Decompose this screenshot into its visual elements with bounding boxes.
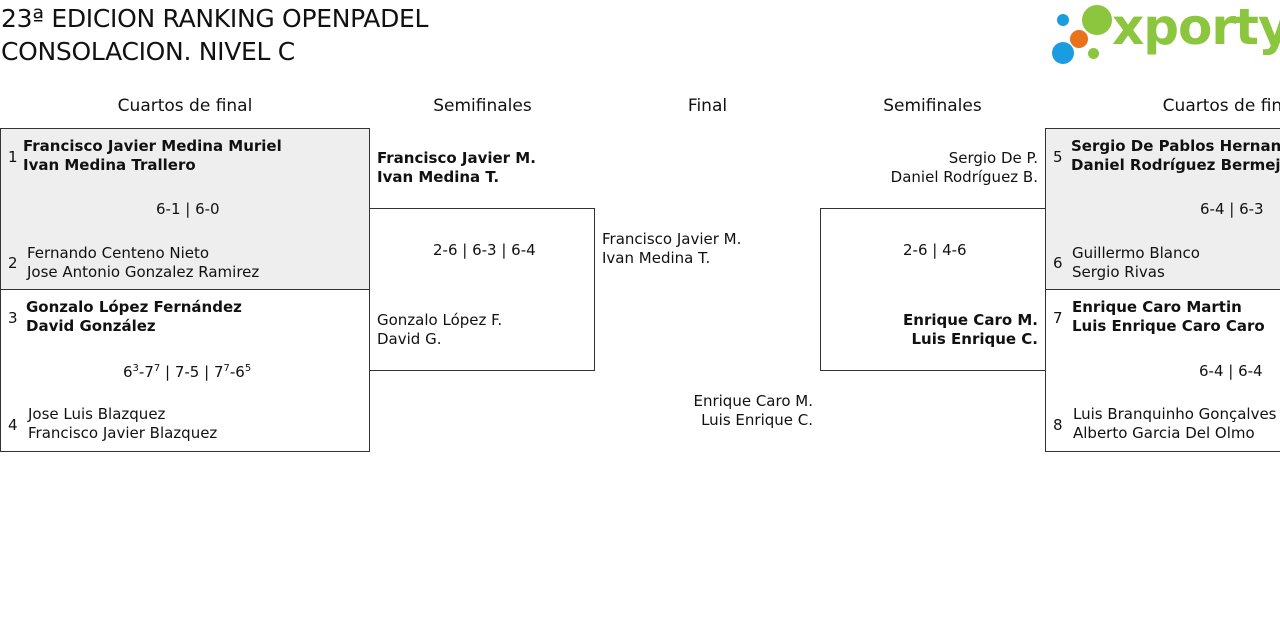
player-2: Francisco Javier Blazquez	[28, 424, 218, 442]
match-box-qf-right-2: 7 Enrique Caro Martin Luis Enrique Caro …	[1045, 289, 1280, 452]
score-tiebreak: 7	[153, 363, 161, 374]
player-1: Gonzalo López F.	[377, 311, 503, 329]
title-line-1: 23ª EDICION RANKING OPENPADEL	[1, 4, 429, 33]
score-tiebreak: 3	[132, 363, 139, 374]
sf-left-team-b: Gonzalo López F. David G.	[377, 311, 502, 349]
logo-text: xporty	[1112, 0, 1280, 56]
player-1: Fernando Centeno Nieto	[27, 244, 210, 262]
score-part: 6	[123, 363, 133, 381]
logo-dot-green-small	[1088, 48, 1099, 59]
player-name: Guillermo Blanco Sergio Rivas	[1072, 244, 1200, 282]
player-2: Ivan Medina T.	[602, 249, 711, 267]
score-tiebreak: 7	[223, 363, 230, 374]
sf-right-team-b: Enrique Caro M. Luis Enrique C.	[903, 311, 1038, 349]
player-2: Ivan Medina T.	[377, 168, 500, 186]
player-2: Sergio Rivas	[1072, 263, 1165, 281]
header-sf-left: Semifinales	[433, 96, 532, 116]
seed-number: 5	[1053, 148, 1063, 166]
title-line-2: CONSOLACION. NIVEL C	[1, 37, 295, 66]
player-name: Fernando Centeno Nieto Jose Antonio Gonz…	[27, 244, 259, 282]
player-2: Luis Enrique C.	[701, 411, 813, 429]
player-2: David G.	[377, 330, 442, 348]
player-2: Luis Enrique Caro Caro	[1072, 317, 1265, 335]
logo-dot-orange	[1070, 30, 1088, 48]
player-2: Alberto Garcia Del Olmo	[1073, 424, 1255, 442]
seed-number: 7	[1053, 309, 1063, 327]
match-score: 6-4 | 6-4	[1199, 362, 1263, 380]
player-2: Ivan Medina Trallero	[23, 156, 196, 174]
player-2: Luis Enrique C.	[911, 330, 1038, 348]
player-1: Sergio De P.	[948, 149, 1038, 167]
player-2: Jose Antonio Gonzalez Ramirez	[27, 263, 260, 281]
match-box-qf-left-2: 3 Gonzalo López Fernández David González…	[0, 289, 370, 452]
match-box-sf-left: 2-6 | 6-3 | 6-4 Gonzalo López F. David G…	[369, 208, 595, 371]
player-1: Enrique Caro M.	[693, 392, 813, 410]
page-title: 23ª EDICION RANKING OPENPADEL CONSOLACIO…	[1, 2, 428, 68]
match-score: 6-4 | 6-3	[1200, 200, 1264, 218]
player-name: Francisco Javier Medina Muriel Ivan Medi…	[23, 137, 282, 175]
player-1: Jose Luis Blazquez	[28, 405, 166, 423]
player-2: David González	[26, 317, 156, 335]
logo-dot-blue-small	[1057, 14, 1069, 26]
seed-number: 8	[1053, 416, 1063, 434]
match-box-qf-right-1: 5 Sergio De Pablos Hernandez Daniel Rodr…	[1045, 128, 1280, 290]
player-1: Guillermo Blanco	[1072, 244, 1200, 262]
header-final: Final	[687, 96, 728, 116]
header-qf-right: Cuartos de final	[1162, 96, 1280, 116]
match-box-sf-right: 2-6 | 4-6 Enrique Caro M. Luis Enrique C…	[820, 208, 1046, 371]
sf-right-team-a: Sergio De P. Daniel Rodríguez B.	[891, 149, 1038, 187]
seed-number: 6	[1053, 254, 1063, 272]
score-tiebreak: 5	[244, 363, 252, 374]
player-1: Francisco Javier M.	[602, 230, 742, 248]
score-part: | 7-5 | 7	[160, 363, 224, 381]
player-2: Daniel Rodríguez B.	[890, 168, 1038, 186]
player-1: Sergio De Pablos Hernandez	[1071, 137, 1280, 155]
player-2: Daniel Rodríguez Bermejo	[1071, 156, 1280, 174]
seed-number: 2	[8, 254, 18, 272]
match-score: 6-1 | 6-0	[156, 200, 220, 218]
score-part: -6	[229, 363, 245, 381]
logo-dot-green-large	[1082, 5, 1112, 35]
player-name: Sergio De Pablos Hernandez Daniel Rodríg…	[1071, 137, 1280, 175]
player-name: Jose Luis Blazquez Francisco Javier Blaz…	[28, 405, 217, 443]
player-name: Enrique Caro Martin Luis Enrique Caro Ca…	[1072, 298, 1265, 336]
header-sf-right: Semifinales	[883, 96, 982, 116]
player-name: Luis Branquinho Gonçalves Alberto Garcia…	[1073, 405, 1277, 443]
final-team-b: Enrique Caro M. Luis Enrique C.	[693, 392, 813, 430]
seed-number: 3	[8, 309, 18, 327]
match-score: 2-6 | 6-3 | 6-4	[433, 241, 536, 259]
match-score: 2-6 | 4-6	[903, 241, 967, 259]
player-1: Luis Branquinho Gonçalves	[1073, 405, 1277, 423]
seed-number: 1	[8, 148, 18, 166]
match-score: 63-77 | 7-5 | 77-65	[123, 363, 251, 381]
match-box-qf-left-1: 1 Francisco Javier Medina Muriel Ivan Me…	[0, 128, 370, 290]
player-1: Gonzalo López Fernández	[26, 298, 242, 316]
logo-dot-blue-large	[1052, 42, 1074, 64]
seed-number: 4	[8, 416, 18, 434]
player-1: Enrique Caro M.	[903, 311, 1038, 329]
xporty-logo: xporty	[1050, 0, 1280, 68]
sf-left-team-a: Francisco Javier M. Ivan Medina T.	[377, 149, 536, 187]
player-1: Francisco Javier Medina Muriel	[23, 137, 282, 155]
score-part: -7	[138, 363, 154, 381]
player-1: Francisco Javier M.	[377, 149, 536, 167]
final-team-a: Francisco Javier M. Ivan Medina T.	[602, 230, 741, 268]
player-1: Enrique Caro Martin	[1072, 298, 1242, 316]
header-qf-left: Cuartos de final	[117, 96, 253, 116]
player-name: Gonzalo López Fernández David González	[26, 298, 242, 336]
